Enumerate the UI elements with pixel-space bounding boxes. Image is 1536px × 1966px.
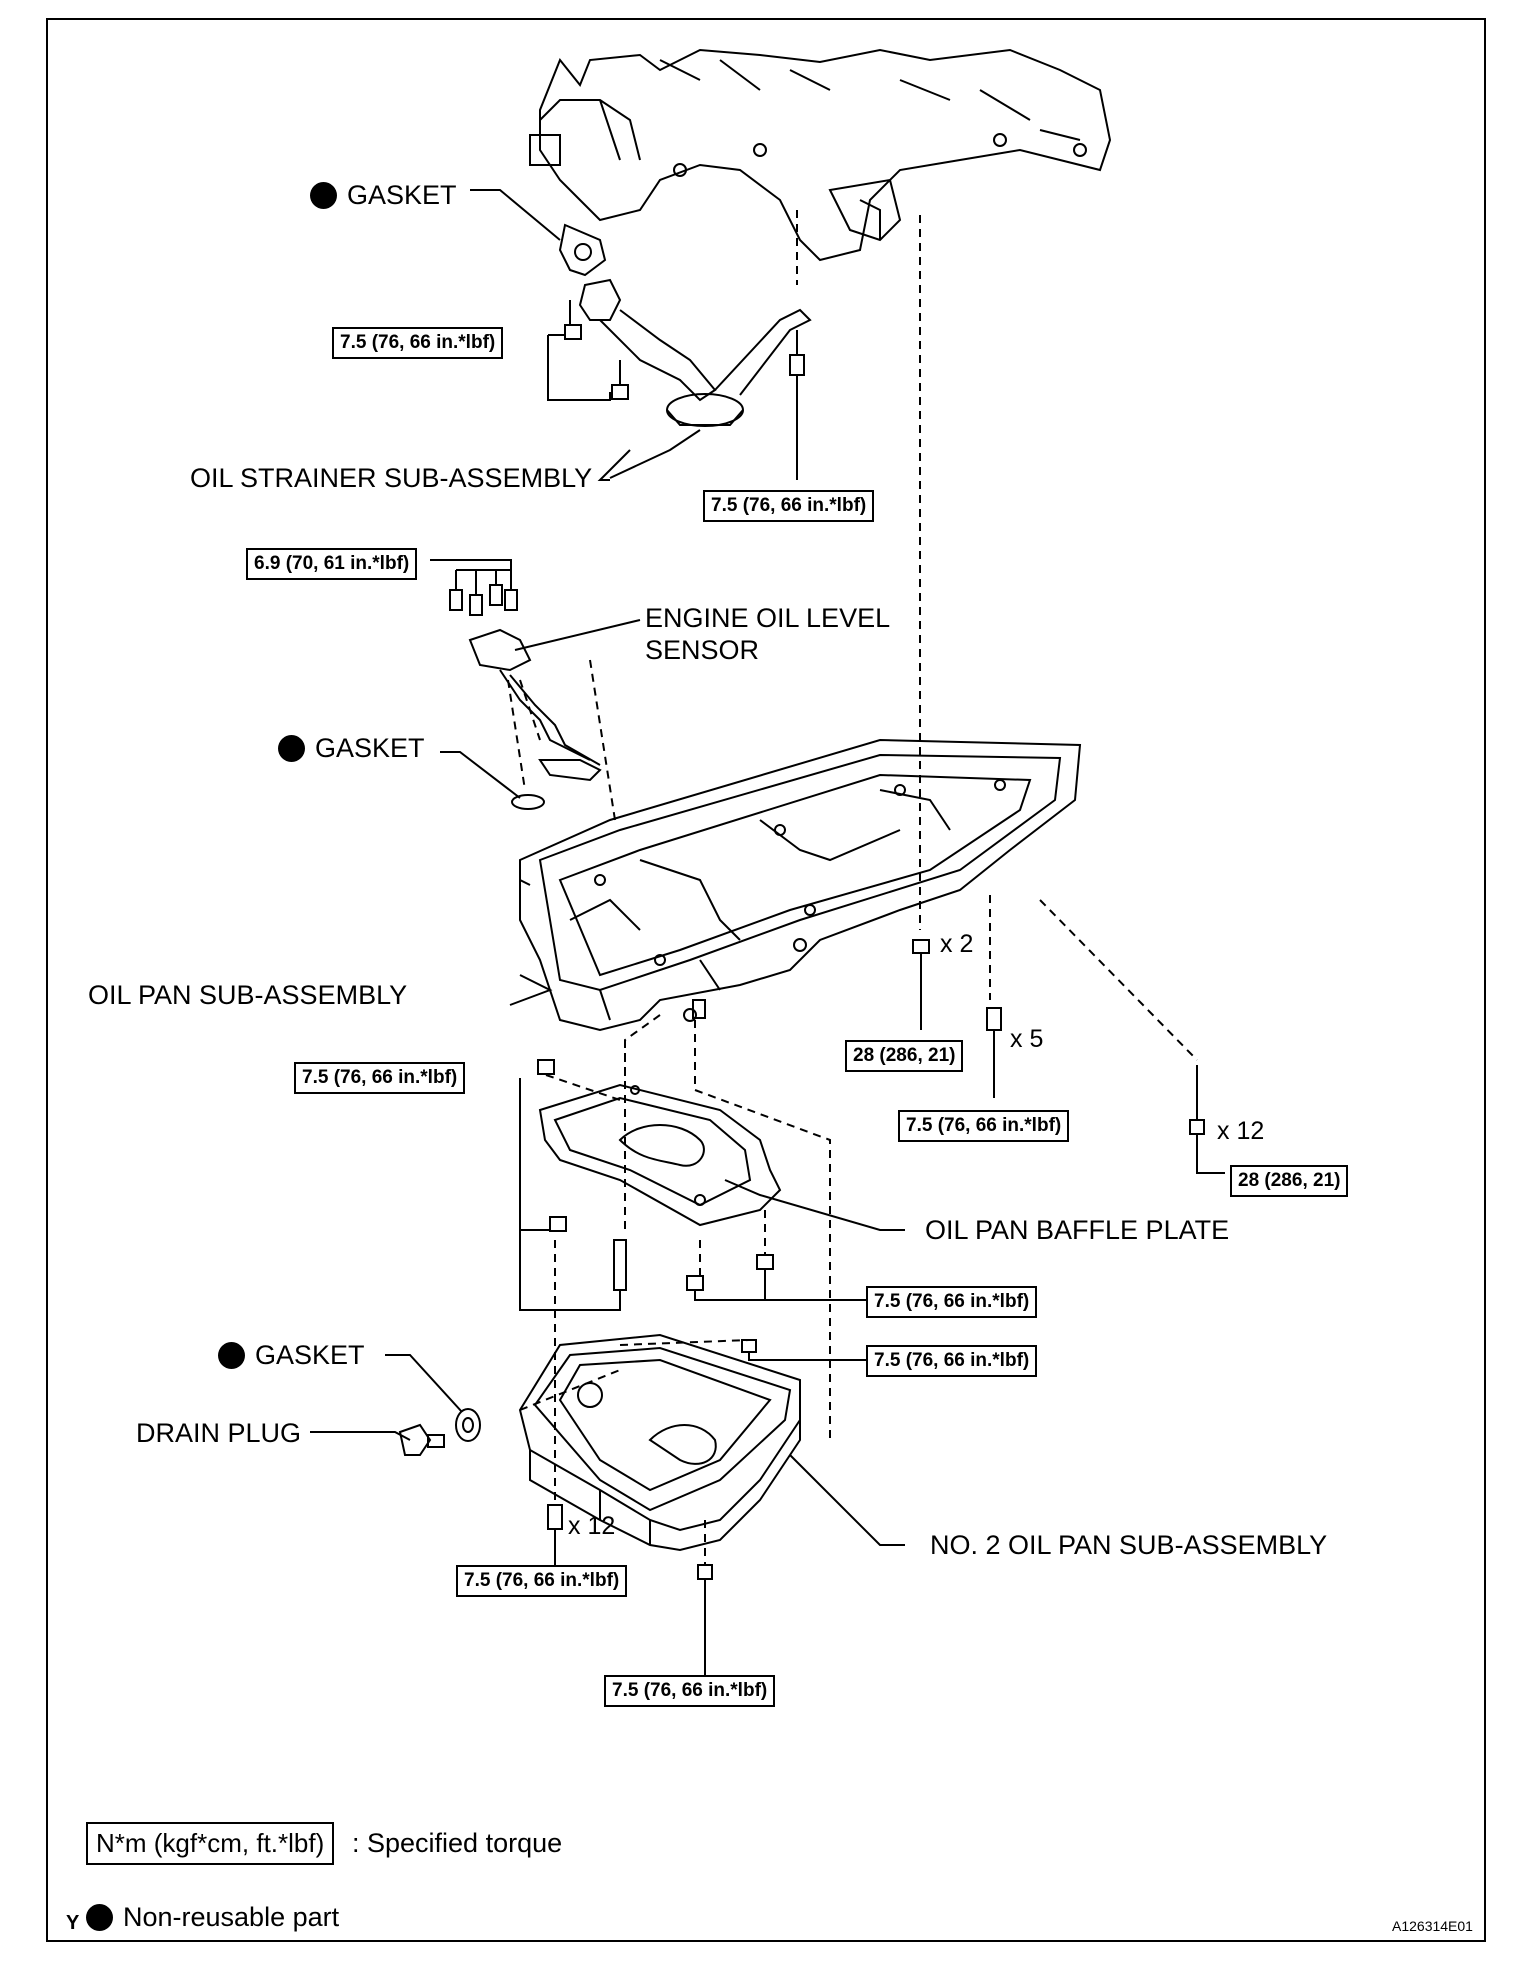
multiplier-x2: x 2: [940, 930, 974, 958]
label-engine-oil-level-sensor-line1: ENGINE OIL LEVEL: [645, 603, 891, 633]
label-no2-oil-pan: NO. 2 OIL PAN SUB-ASSEMBLY: [930, 1530, 1328, 1560]
torque-oil-pan-studs: 7.5 (76, 66 in.*lbf): [898, 1110, 1070, 1142]
strainer-bolts-drawing: [547, 300, 805, 480]
legend-torque-text: : Specified torque: [352, 1828, 563, 1858]
legend-torque-box: N*m (kgf*cm, ft.*lbf): [86, 1822, 335, 1865]
torque-baffle-left: 7.5 (76, 66 in.*lbf): [294, 1062, 466, 1094]
oil-strainer-drawing: [578, 278, 812, 481]
drain-plug-drawing: [310, 1354, 481, 1456]
torque-no2-pan-stud: 7.5 (76, 66 in.*lbf): [604, 1675, 776, 1707]
label-oil-pan-baffle-plate: OIL PAN BAFFLE PLATE: [925, 1215, 1230, 1245]
non-reusable-dot-icon: [86, 1904, 113, 1931]
multiplier-x12-no2-pan: x 12: [568, 1512, 616, 1540]
figure-id: A126314E01: [1392, 1918, 1473, 1934]
legend-non-reusable: Non-reusable part: [86, 1902, 339, 1932]
non-reusable-dot-icon: [218, 1342, 245, 1369]
torque-oil-pan-nuts: 28 (286, 21): [845, 1040, 964, 1072]
torque-strainer-nuts: 7.5 (76, 66 in.*lbf): [332, 327, 504, 359]
torque-baffle-right: 7.5 (76, 66 in.*lbf): [866, 1286, 1038, 1318]
label-gasket-mid: GASKET: [278, 733, 425, 763]
gasket-mid-drawing: [440, 751, 545, 810]
label-gasket-bottom: GASKET: [218, 1340, 365, 1370]
baffle-bolts-drawing: [519, 1059, 870, 1311]
dashed-alignment-lines: [507, 210, 1198, 1565]
leader-lines: [509, 429, 905, 1546]
torque-no2-pan-bolts: 7.5 (76, 66 in.*lbf): [456, 1565, 628, 1597]
engine-block-drawing: [529, 48, 1112, 262]
torque-no2-pan-nut: 7.5 (76, 66 in.*lbf): [866, 1345, 1038, 1377]
label-gasket-top: GASKET: [310, 180, 457, 210]
gasket-top-drawing: [470, 189, 607, 277]
oil-pan-drawing: [519, 738, 1082, 1032]
torque-oil-pan-bolts: 28 (286, 21): [1230, 1165, 1349, 1197]
non-reusable-dot-icon: [310, 182, 337, 209]
label-oil-pan: OIL PAN SUB-ASSEMBLY: [88, 980, 408, 1010]
non-reusable-dot-icon: [278, 735, 305, 762]
corner-mark-left: Y: [66, 1912, 80, 1934]
torque-strainer-bolt: 7.5 (76, 66 in.*lbf): [703, 490, 875, 522]
diagram-frame: [46, 18, 1486, 1942]
no2-oil-pan-drawing: [518, 1333, 801, 1552]
multiplier-x12-oil-pan: x 12: [1217, 1117, 1265, 1145]
torque-sensor-bolts: 6.9 (70, 61 in.*lbf): [246, 548, 418, 580]
label-engine-oil-level-sensor-line2: SENSOR: [645, 635, 760, 665]
no2-pan-bolts-drawing: [547, 1339, 870, 1680]
oil-pan-baffle-plate-drawing: [538, 1083, 782, 1227]
multiplier-x5: x 5: [1010, 1025, 1044, 1053]
label-drain-plug: DRAIN PLUG: [136, 1418, 302, 1448]
engine-oil-level-sensor-drawing: [430, 559, 602, 782]
oil-pan-bolts-drawing: [692, 939, 1225, 1174]
label-oil-strainer: OIL STRAINER SUB-ASSEMBLY: [190, 463, 593, 493]
